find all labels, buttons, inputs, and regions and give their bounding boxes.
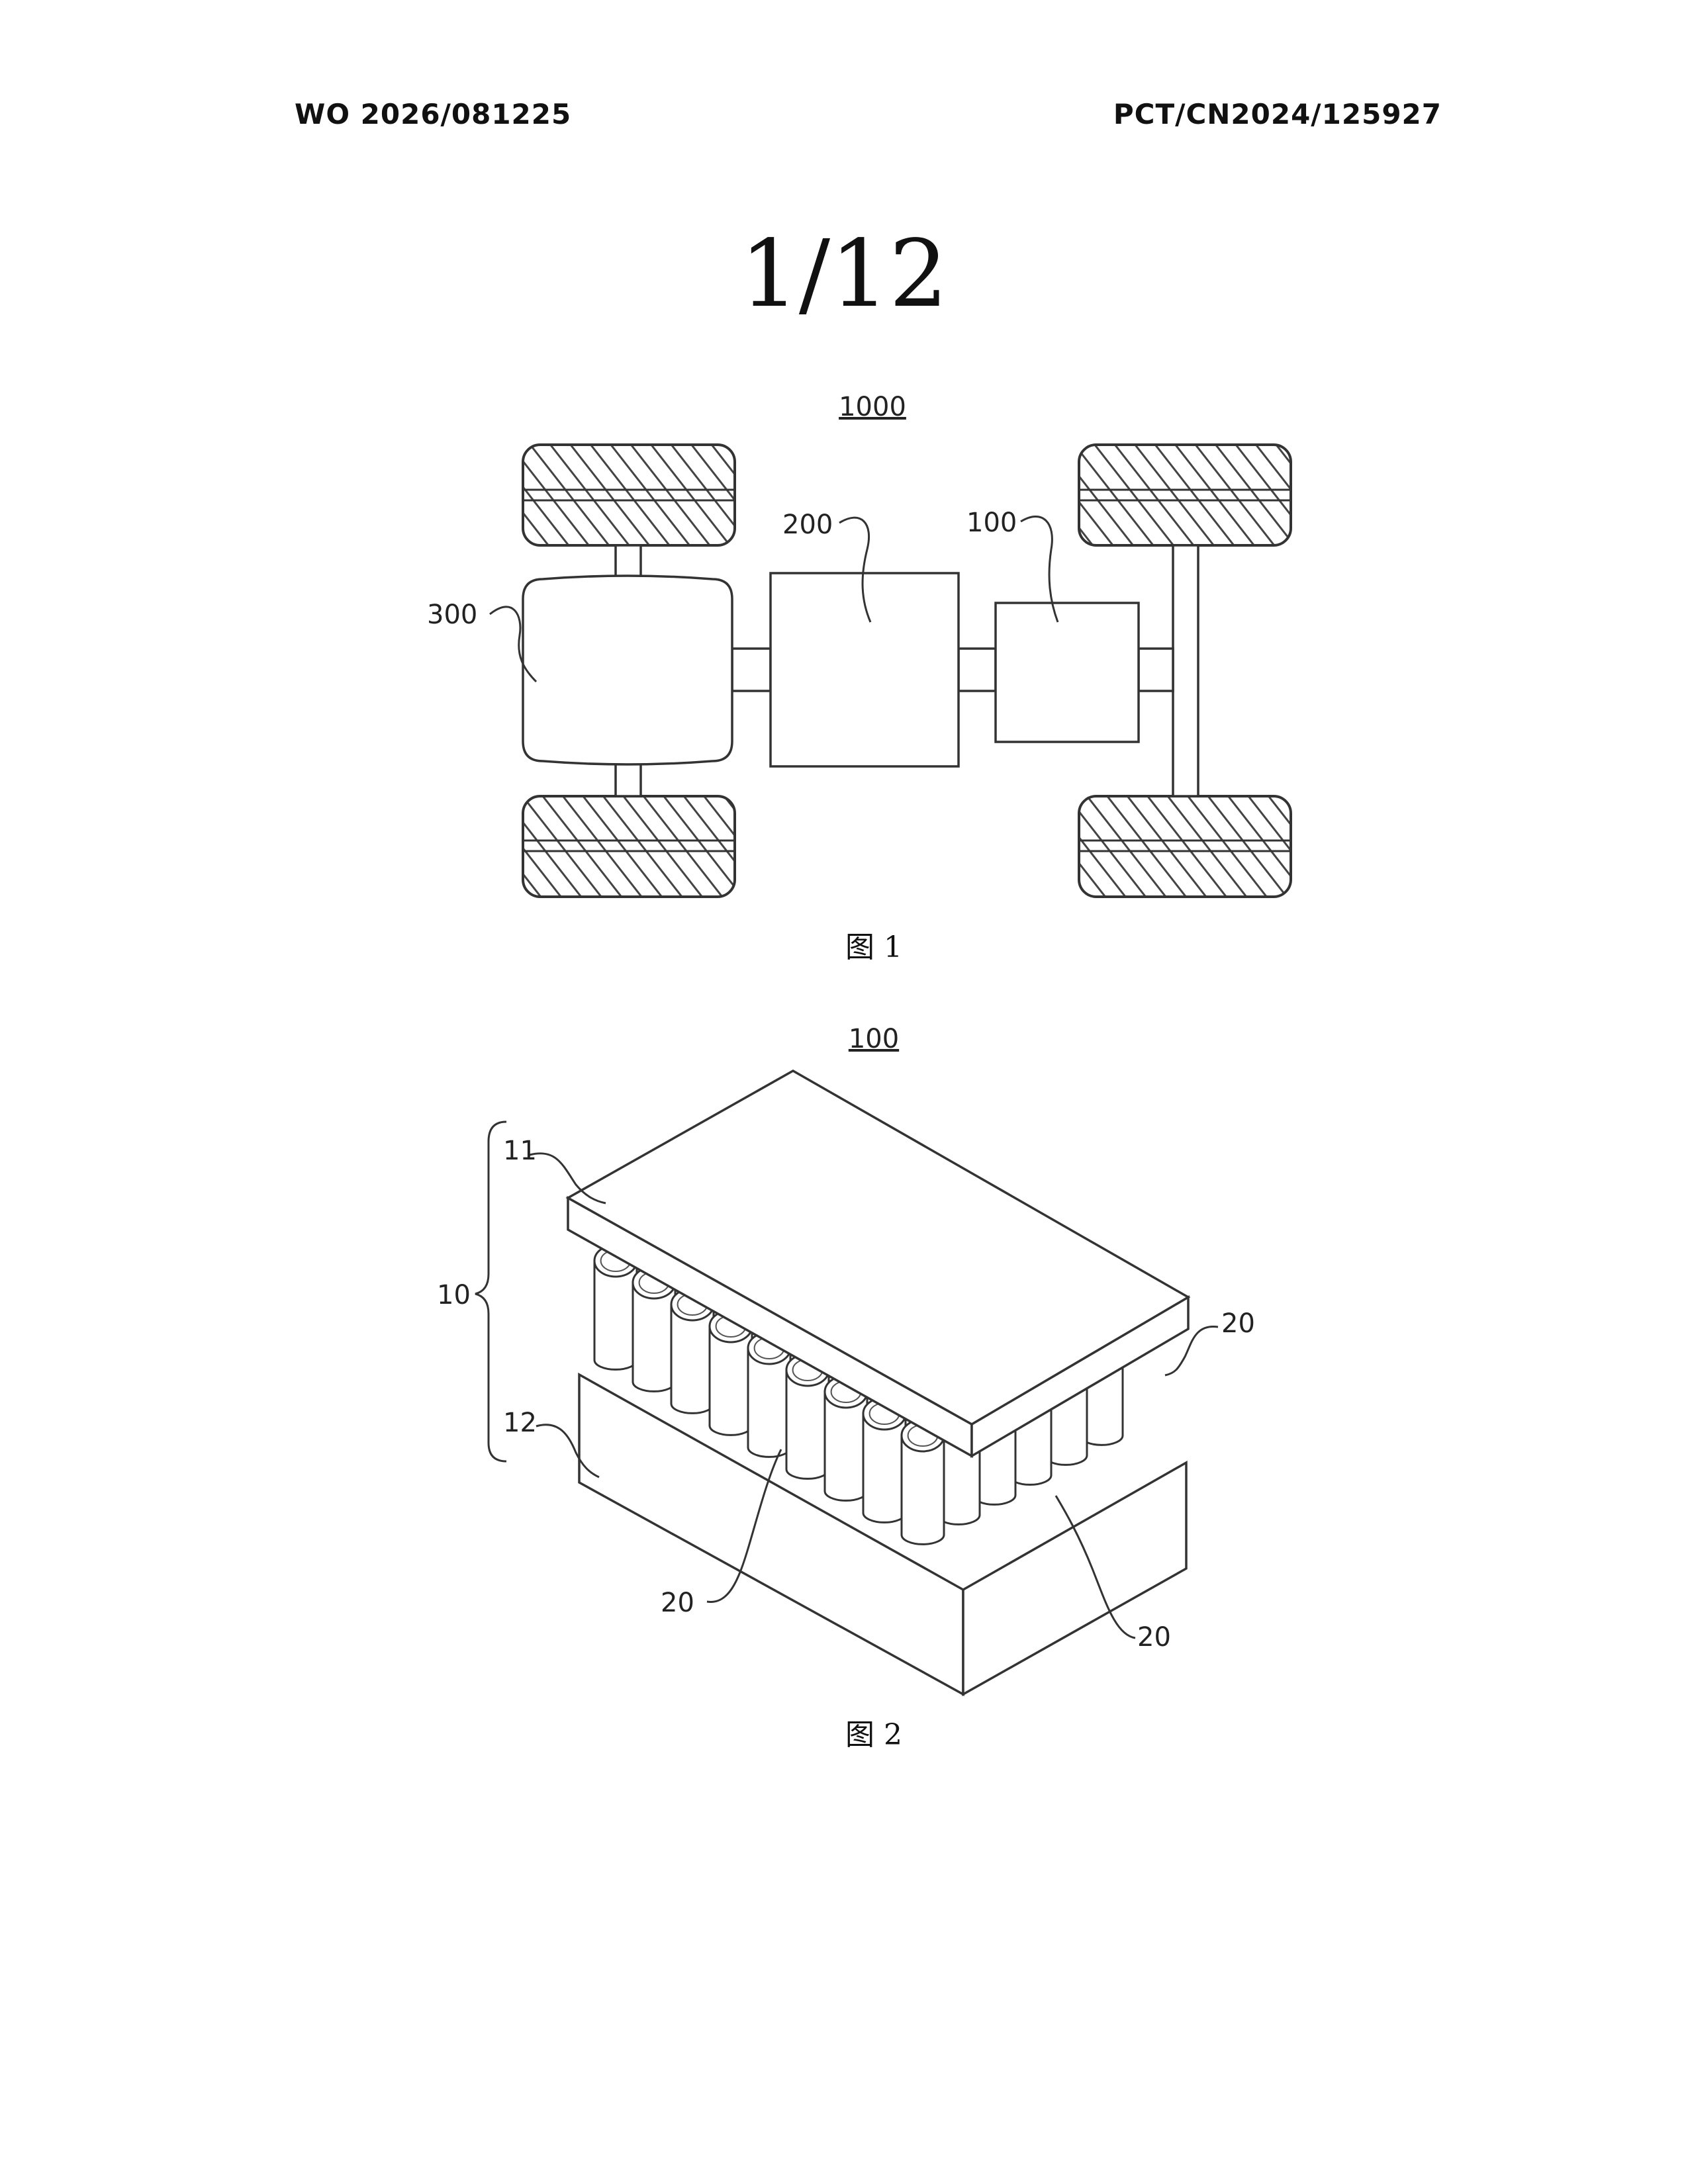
motor-block	[523, 576, 732, 764]
right-axle	[1173, 545, 1198, 796]
figure-1-vehicle-diagram: 1000 300 200 100	[0, 371, 1688, 913]
controller-ref-label: 200	[782, 510, 833, 540]
cell-right-ref-label: 20	[1221, 1308, 1255, 1339]
cell-left-ref-label: 20	[661, 1588, 694, 1618]
wheel-rear-right	[1079, 796, 1291, 897]
motor-ref-label: 300	[427, 600, 477, 630]
battery-ref-label: 100	[966, 508, 1017, 538]
publication-number: WO 2026/081225	[295, 98, 571, 130]
cell-center-ref-label: 20	[1137, 1622, 1171, 1653]
base-ref-label: 12	[503, 1408, 537, 1438]
box-brace	[475, 1122, 506, 1461]
box-ref-label: 10	[437, 1280, 471, 1310]
figure-2-caption: 图 2	[0, 1711, 1688, 1753]
battery-cell	[902, 1420, 944, 1544]
figure-1-caption: 图 1	[0, 923, 1688, 966]
cover-ref-label: 11	[503, 1136, 537, 1166]
application-number: PCT/CN2024/125927	[1113, 98, 1442, 130]
battery-ref-label-fig2: 100	[849, 1024, 899, 1054]
wheel-front-right	[1079, 445, 1291, 545]
sheet-number: 1/12	[0, 228, 1688, 321]
wheel-front-left	[523, 445, 735, 545]
battery-block	[996, 603, 1139, 742]
vehicle-ref-label: 1000	[839, 392, 906, 422]
wheel-rear-left	[523, 796, 735, 897]
figure-2-battery-exploded-view: 100 10 11 12 20 20 20	[0, 1013, 1688, 1701]
